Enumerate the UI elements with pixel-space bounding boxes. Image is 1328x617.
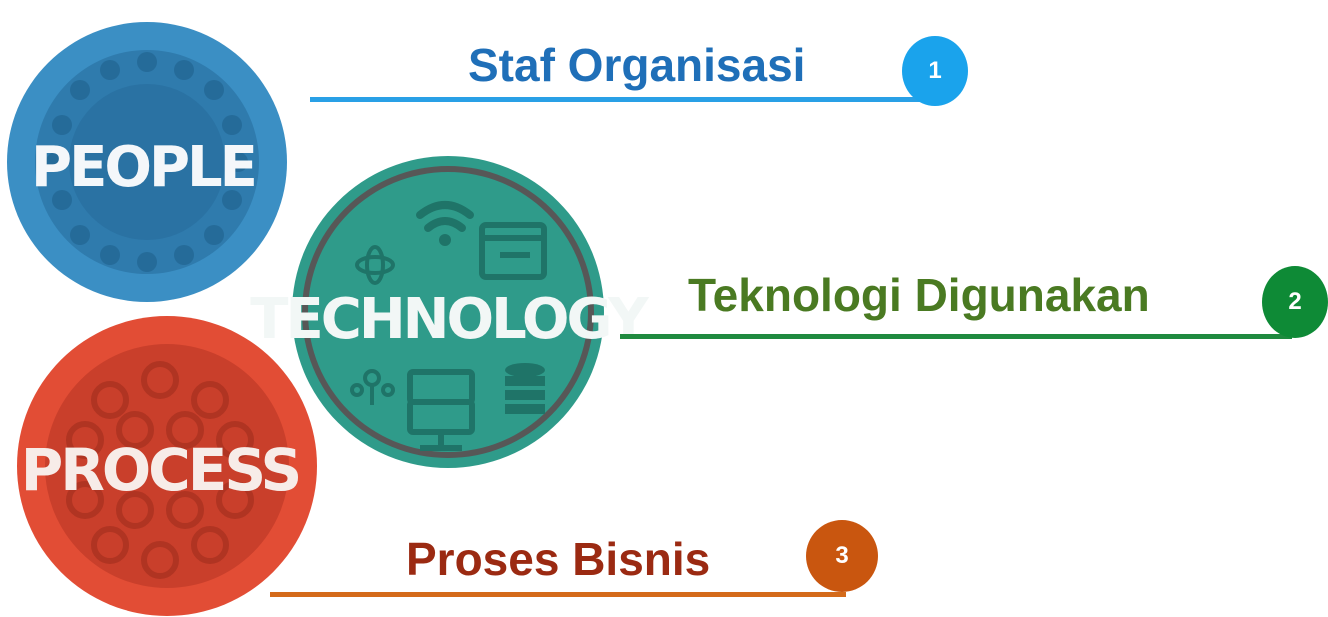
proses-bisnis-title: Proses Bisnis <box>406 533 711 585</box>
teknologi-digunakan-title: Teknologi Digunakan <box>688 269 1150 321</box>
server-icon <box>407 369 475 451</box>
wifi-icon <box>416 201 474 232</box>
proses-bisnis-badge: 3 <box>806 520 878 592</box>
network-nodes-icon <box>350 369 395 405</box>
process-label: PROCESS <box>21 436 300 504</box>
settings-window-icon <box>479 222 547 280</box>
wifi-dot-icon <box>439 234 451 246</box>
teknologi-digunakan-badge: 2 <box>1262 266 1328 338</box>
database-icon <box>505 363 545 414</box>
people-circle: PEOPLE <box>7 22 287 302</box>
technology-label: TECHNOLOGY <box>250 287 650 352</box>
technology-circle: TECHNOLOGY <box>250 156 653 468</box>
proses-bisnis-line <box>270 592 846 597</box>
people-label: PEOPLE <box>31 135 255 200</box>
staf-organisasi-title: Staf Organisasi <box>468 39 806 91</box>
people-figures-icon <box>46 52 248 272</box>
process-circle: PROCESS <box>17 316 317 616</box>
staf-organisasi-line <box>310 97 940 102</box>
staf-organisasi-badge: 1 <box>902 36 968 106</box>
atom-icon <box>355 245 395 285</box>
teknologi-digunakan-line <box>620 334 1292 339</box>
process-network-icon <box>66 361 254 579</box>
